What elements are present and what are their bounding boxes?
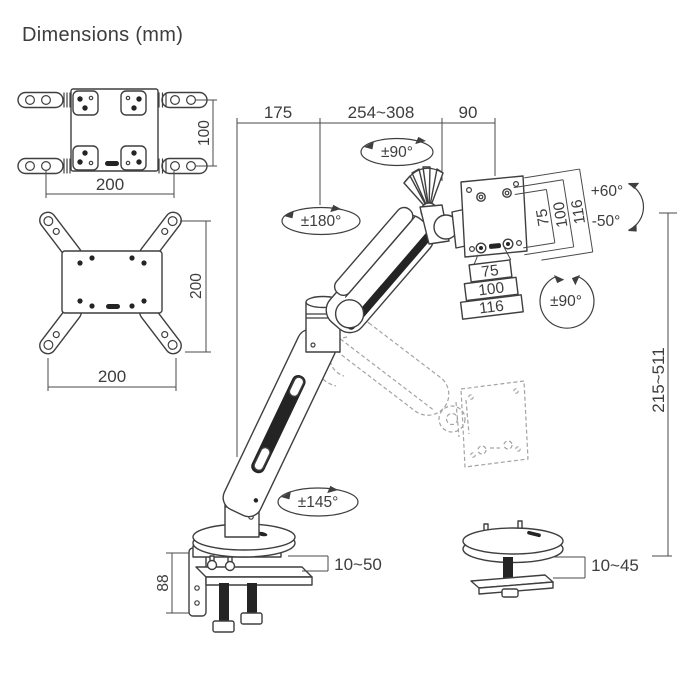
monitor-vesa-plate: 75 100 116 75 100 116 — [459, 168, 594, 320]
dim-arm-rear: 175 — [264, 103, 292, 122]
dim-arm-reach: 254~308 — [348, 103, 415, 122]
arm-swivel-rotation-arrow-icon — [281, 204, 361, 236]
clamp-desk-lines — [288, 555, 329, 572]
base-swivel-rotation-arrow-icon — [277, 485, 359, 517]
head-swivel-rotation-arrow-icon — [360, 136, 434, 167]
label-screen-rotation: ±90° — [550, 293, 582, 310]
tilt-arc-arrow-icon — [626, 179, 645, 235]
dim-grommet-desk-thickness: 10~45 — [591, 556, 639, 575]
dim-vesa-v-75: 75 — [533, 207, 552, 227]
dim-vesa-h-75: 75 — [480, 262, 499, 281]
label-base-swivel: ±145° — [298, 494, 339, 511]
dim-plate2-height: 200 — [188, 273, 205, 299]
dim-vesa-h-100: 100 — [477, 279, 505, 299]
dim-plate1-height: 100 — [196, 120, 213, 146]
clamp-mount: 88 10~50 — [155, 545, 382, 633]
ghost-monitor-plate — [460, 380, 529, 468]
dim-height-range: 215~511 — [649, 347, 668, 412]
label-arm-swivel: ±180° — [301, 213, 342, 230]
vesa-adapter-plate-cross: 200 200 — [39, 211, 211, 391]
vesa-adapter-plate-horizontal: 100 200 — [17, 88, 217, 198]
dim-plate1-width: 200 — [96, 175, 124, 194]
label-tilt-up: +60° — [591, 183, 624, 200]
clamp-height-lines — [166, 552, 189, 614]
top-dimension-chain: 175 254~308 90 — [236, 103, 496, 457]
label-head-swivel: ±90° — [381, 144, 413, 161]
arm-base-and-lower-arm — [192, 295, 341, 558]
label-tilt-down: -50° — [592, 213, 621, 230]
grommet-mount: 10~45 — [462, 520, 639, 598]
dim-clamp-height: 88 — [155, 574, 172, 591]
dim-vesa-v-116: 116 — [568, 198, 589, 225]
height-range-dimension: 215~511 — [649, 212, 677, 557]
grommet-desk-lines — [553, 556, 586, 579]
upper-arm — [325, 206, 435, 334]
dim-head-offset: 90 — [459, 103, 478, 122]
dim-plate2-width: 200 — [98, 367, 126, 386]
vesa-vertical-dimensions: 75 100 116 — [513, 168, 594, 261]
page-title: Dimensions (mm) — [22, 24, 183, 46]
vesa-horizontal-dimensions: 75 100 116 — [459, 247, 524, 320]
screen-rotation-arrow-icon — [539, 272, 595, 329]
upper-arm-and-head — [325, 166, 471, 334]
rotation-annotations: ±90° ±180° ±145° ±90° +60° -50° — [277, 136, 645, 517]
dim-clamp-desk-thickness: 10~50 — [334, 555, 382, 574]
dim-vesa-h-116: 116 — [478, 298, 505, 318]
dim-vesa-v-100: 100 — [551, 200, 572, 229]
ghost-lowered-arm — [311, 318, 529, 468]
